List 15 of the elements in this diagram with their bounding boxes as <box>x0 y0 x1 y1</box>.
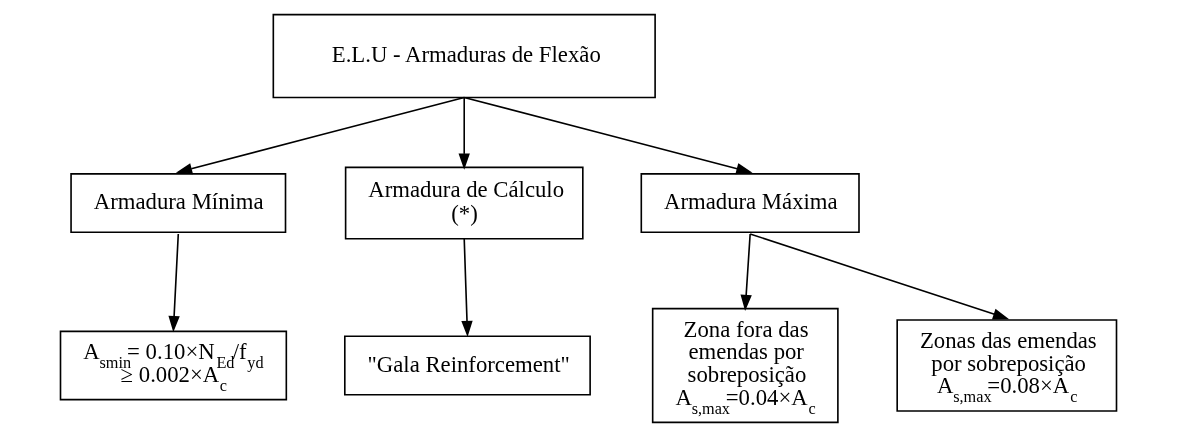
node-box: Armadura Mínima <box>70 173 287 234</box>
arrow <box>458 96 470 170</box>
arrow <box>749 233 1010 320</box>
node-box: Zona fora das emendas por sobreposição A$_{s,max}$=0.04×A$_{c}$ <box>651 307 839 424</box>
arrow <box>463 96 753 175</box>
arrow <box>740 233 752 312</box>
node-box: Zonas das emendas por sobreposição A$_{s,max}$=0.08×A$_{c}$ <box>896 319 1118 412</box>
node-box: A$_{smin}$= 0.10×N$_{Ed}$/f$_{yd}$ ≥ 0.002×A$_{c}$ <box>59 330 288 401</box>
arrow <box>461 238 473 338</box>
node-box: E.L.U - Armaduras de Flexão <box>272 13 656 99</box>
arrow <box>175 96 466 175</box>
node-box: Armadura de Cálculo (*) <box>344 166 584 240</box>
node-box: Armadura Máxima <box>640 173 860 234</box>
arrow <box>168 233 180 333</box>
node-box: "Gala Reinforcement" <box>344 335 591 396</box>
